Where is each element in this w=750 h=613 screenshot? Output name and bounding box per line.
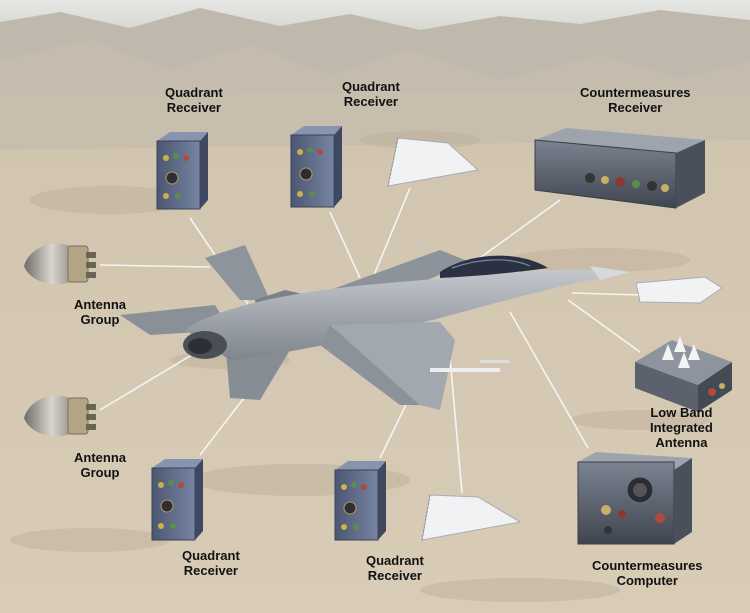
label-line: Antenna [74, 297, 126, 312]
label-antenna-group-2: Antenna Group [74, 450, 126, 480]
label-line: Antenna [74, 450, 126, 465]
label-line: Quadrant [342, 79, 400, 94]
label-line: Quadrant [165, 85, 223, 100]
label-line: Receiver [183, 563, 238, 578]
quadrant-receiver-unit-1 [156, 132, 208, 210]
label-line: Integrated [650, 420, 713, 435]
quadrant-receiver-unit-2 [290, 126, 342, 208]
label-antenna-group-1: Antenna Group [74, 297, 126, 327]
label-line: Group [80, 465, 120, 480]
label-line: Antenna [655, 435, 708, 450]
antenna-group-unit-1 [24, 243, 96, 285]
quadrant-receiver-unit-3 [151, 459, 203, 541]
label-quadrant-receiver-1: Quadrant Receiver [165, 85, 223, 115]
quadrant-receiver-unit-4 [334, 461, 386, 541]
label-line: Low Band [650, 405, 713, 420]
label-line: Group [80, 312, 120, 327]
label-line: Computer [616, 573, 678, 588]
label-countermeasures-receiver: Countermeasures Receiver [580, 85, 691, 115]
countermeasures-receiver-unit [534, 128, 705, 209]
label-line: Receiver [166, 100, 221, 115]
label-line: Quadrant [182, 548, 240, 563]
label-line: Quadrant [366, 553, 424, 568]
antenna-panel-nose [635, 276, 723, 304]
label-line: Receiver [343, 94, 398, 109]
antenna-group-unit-2 [24, 395, 96, 437]
fighter-aircraft [120, 245, 630, 410]
label-line: Receiver [608, 100, 663, 115]
countermeasures-computer-unit [577, 452, 692, 545]
label-line: Countermeasures [592, 558, 703, 573]
label-line: Countermeasures [580, 85, 691, 100]
label-quadrant-receiver-2: Quadrant Receiver [342, 79, 400, 109]
label-line: Receiver [367, 568, 422, 583]
label-quadrant-receiver-4: Quadrant Receiver [366, 553, 424, 583]
antenna-panel-bottom [421, 494, 522, 541]
label-low-band-integrated-antenna: Low Band Integrated Antenna [650, 405, 713, 450]
antenna-panel-top [387, 137, 480, 187]
label-quadrant-receiver-3: Quadrant Receiver [182, 548, 240, 578]
label-countermeasures-computer: Countermeasures Computer [592, 558, 703, 588]
low-band-integrated-antenna-unit [635, 336, 732, 412]
